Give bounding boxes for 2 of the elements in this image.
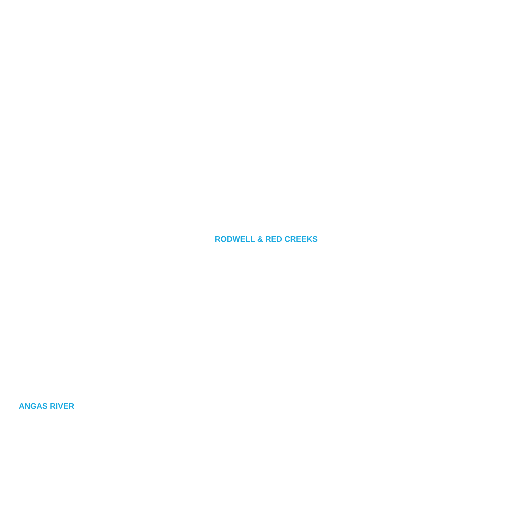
place-label: ANGAS RIVER <box>19 402 75 411</box>
place-label: RODWELL & RED CREEKS <box>215 235 318 244</box>
